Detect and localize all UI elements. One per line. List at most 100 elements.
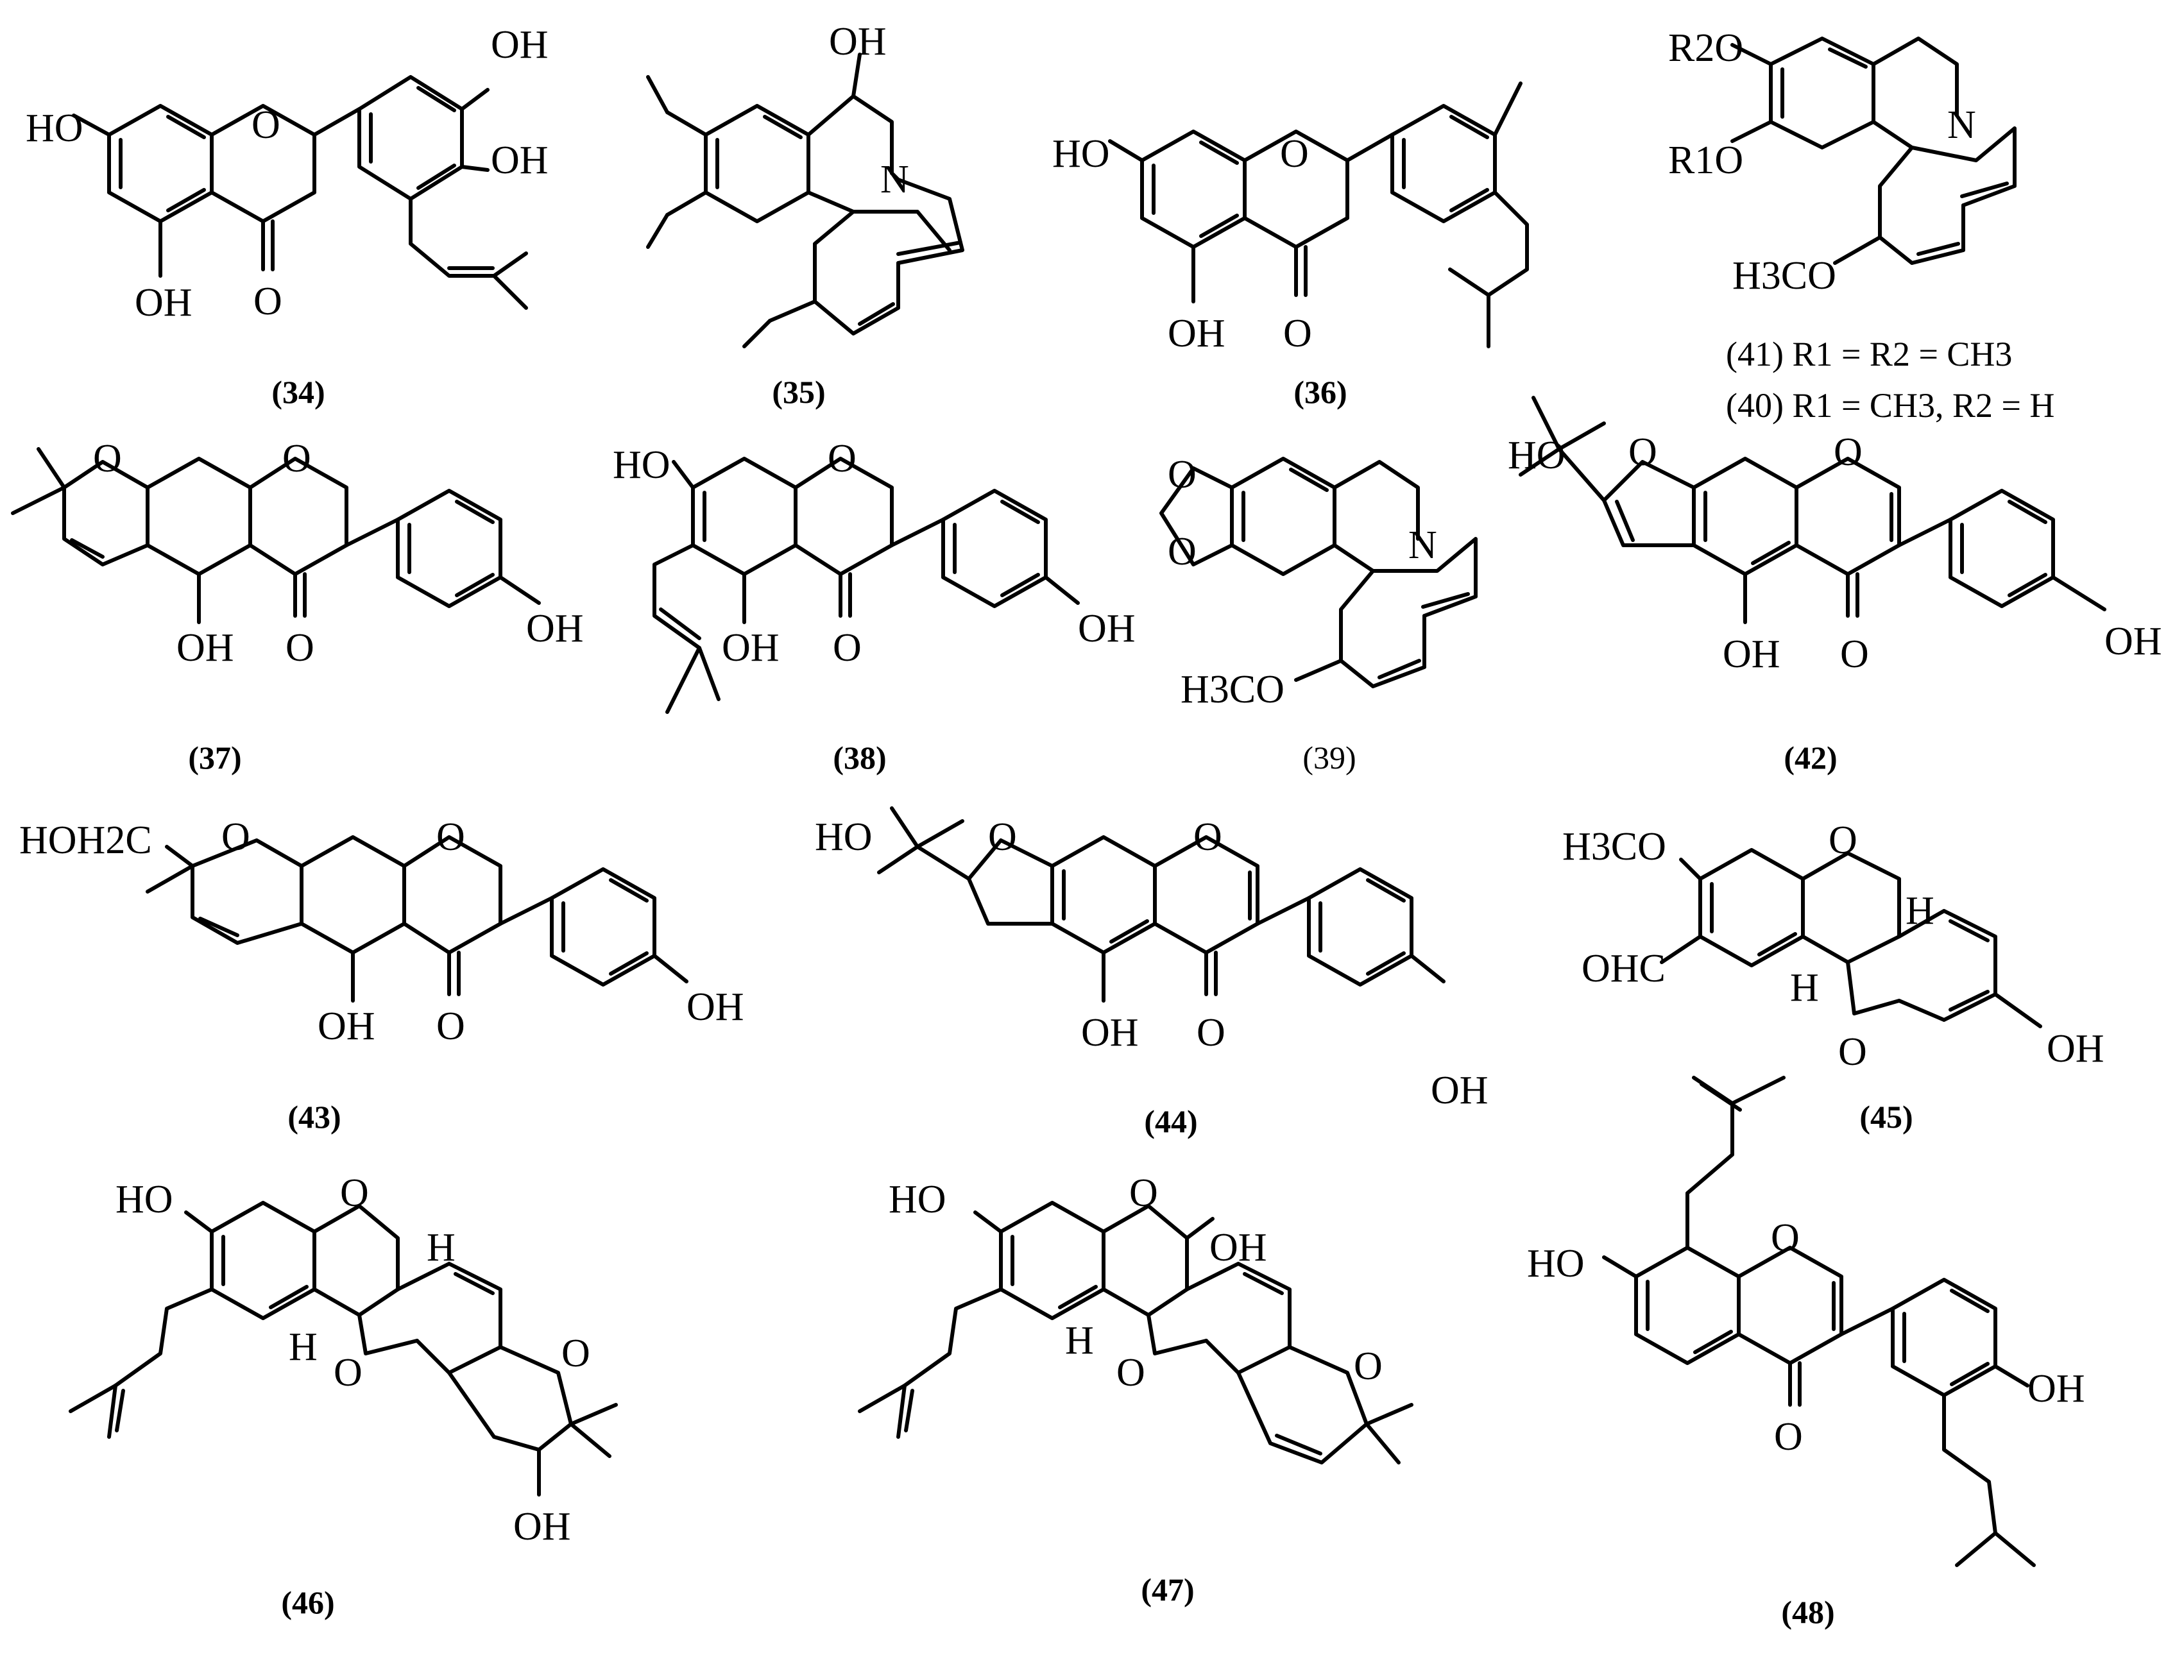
atom-label: O	[988, 815, 1017, 859]
atom-label: N	[880, 158, 909, 201]
compound-number: (48)	[1781, 1594, 1834, 1630]
atom-label: OH	[2027, 1367, 2085, 1411]
compound-39: O O N H3CO (39)	[1159, 453, 1478, 776]
atom-label: OH	[1081, 1011, 1139, 1055]
compound-number: (42)	[1784, 740, 1837, 776]
atom-label: OH	[2104, 620, 2162, 663]
atom-label: OH	[513, 1505, 571, 1548]
atom-label: H3CO	[1562, 825, 1666, 869]
atom-label: O	[1840, 632, 1869, 676]
compound-number: (46)	[281, 1584, 334, 1620]
compound-number: (38)	[833, 740, 886, 776]
atom-label: OH	[722, 626, 780, 670]
compound-45: H3CO O H OHC H O OH (45)	[1562, 819, 2104, 1135]
compound-number: (36)	[1293, 374, 1347, 410]
atom-label: O	[1771, 1216, 1800, 1260]
compound-number: (37)	[188, 740, 241, 776]
atom-label: O	[833, 626, 862, 670]
compound-46: HO O H H O O OH (46)	[69, 1171, 618, 1620]
compound-number: (47)	[1141, 1572, 1194, 1608]
atom-label: O	[1838, 1030, 1867, 1074]
atom-label: R2O	[1668, 26, 1743, 70]
atom-label: O	[1774, 1415, 1803, 1459]
compound-number: (44)	[1144, 1103, 1197, 1139]
atom-label: O	[1193, 815, 1222, 859]
atom-label: H	[1065, 1319, 1094, 1362]
atom-label: OH	[176, 626, 234, 670]
atom-label: O	[436, 815, 465, 859]
atom-label: H3CO	[1181, 668, 1284, 711]
compound-number: (45)	[1859, 1099, 1913, 1135]
compound-42: HO O O OH O OH (42)	[1508, 396, 2162, 776]
atom-label: O	[253, 280, 282, 323]
atom-label: H	[1790, 966, 1819, 1010]
compound-number: (43)	[287, 1099, 341, 1135]
atom-label: OH	[1078, 607, 1136, 650]
atom-label: OH	[135, 281, 192, 325]
atom-label: O	[1354, 1345, 1383, 1388]
compound-37: O O OH O OH (37)	[11, 437, 584, 776]
atom-label: HO	[1527, 1242, 1585, 1285]
atom-label: HO	[815, 815, 873, 859]
atom-label: O	[93, 437, 122, 480]
atom-label: HO	[613, 443, 670, 487]
compound-43: HOH2C O O OH O OH (43)	[19, 815, 744, 1135]
atom-label: O	[1628, 430, 1657, 474]
atom-label: H	[427, 1226, 456, 1269]
atom-label: OHC	[1582, 947, 1666, 990]
compound-36: HO O OH O (36)	[1052, 81, 1529, 410]
compound-48: HO O O OH (48)	[1527, 1076, 2085, 1630]
atom-label: OH	[1723, 632, 1780, 676]
atom-label: OH	[1209, 1226, 1267, 1269]
atom-label: O	[1834, 430, 1863, 474]
substituent-legend-41: (41) R1 = R2 = CH3	[1726, 335, 2012, 373]
atom-label: O	[828, 437, 857, 480]
atom-label: OH	[491, 23, 549, 67]
atom-label: HO	[1508, 434, 1565, 477]
atom-label: HO	[889, 1178, 946, 1221]
atom-label: O	[1197, 1011, 1225, 1055]
atom-label: O	[1829, 819, 1857, 862]
atom-label: H3CO	[1732, 254, 1836, 298]
compound-47: HO O OH H O O (47)	[858, 1171, 1413, 1608]
atom-label: O	[334, 1351, 363, 1395]
compound-number: (34)	[271, 374, 325, 410]
atom-label: H	[1906, 889, 1934, 933]
atom-label: HO	[1052, 132, 1110, 176]
atom-label: O	[436, 1005, 465, 1048]
atom-label: O	[1168, 530, 1197, 573]
atom-label: OH	[1431, 1069, 1489, 1112]
atom-label: OH	[491, 139, 549, 182]
atom-label: OH	[526, 607, 584, 650]
atom-label: O	[561, 1332, 590, 1375]
compound-number: (39)	[1302, 740, 1356, 776]
compound-44: HO O O OH O OH (44)	[815, 806, 1489, 1139]
atom-label: HO	[115, 1178, 173, 1221]
compound-38: HO O OH O OH (38)	[613, 437, 1136, 776]
atom-label: OH	[318, 1005, 375, 1048]
atom-label: O	[1283, 312, 1312, 355]
atom-label: O	[286, 626, 314, 670]
atom-label: O	[1116, 1351, 1145, 1395]
compound-35: OH N (35)	[646, 20, 964, 410]
compound-number: (35)	[772, 374, 825, 410]
atom-label: O	[282, 437, 311, 480]
atom-label: OH	[1168, 312, 1225, 355]
atom-label: O	[340, 1171, 369, 1215]
atom-label: H	[289, 1325, 318, 1369]
atom-label: N	[1408, 523, 1437, 567]
atom-label: O	[221, 815, 250, 859]
atom-label: O	[1168, 453, 1197, 496]
atom-label: O	[1280, 132, 1309, 176]
atom-label: OH	[687, 985, 744, 1029]
atom-label: O	[1129, 1171, 1158, 1215]
atom-label: N	[1947, 103, 1976, 147]
atom-label: OH	[2047, 1027, 2104, 1071]
atom-label: O	[252, 103, 280, 147]
atom-label: HO	[26, 106, 83, 150]
substituent-legend-40: (40) R1 = CH3, R2 = H	[1726, 386, 2054, 425]
compound-34: HO OH OH O OH O (34)	[26, 23, 549, 410]
atom-label: HOH2C	[19, 819, 152, 862]
atom-label: R1O	[1668, 139, 1743, 182]
